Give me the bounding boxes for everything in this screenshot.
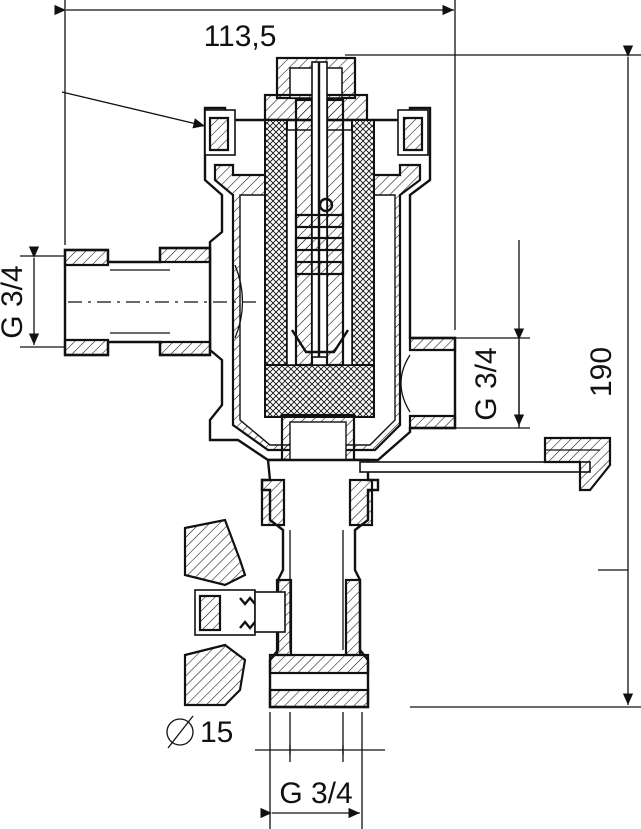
dimension-bottom-thread: G 3/4 <box>260 712 363 829</box>
drain-handle <box>183 518 286 707</box>
side-thread-label: G 3/4 <box>470 347 503 420</box>
dimension-side-thread: G 3/4 <box>455 240 530 429</box>
dimension-height: 190 <box>345 45 641 708</box>
inlet-connector <box>63 246 260 357</box>
drain-valve-assembly <box>260 413 380 709</box>
diameter-label: 15 <box>200 716 233 749</box>
inlet-thread-label: G 3/4 <box>0 265 29 338</box>
dimension-drain-diameter: 15 <box>166 712 385 762</box>
dimension-inlet-thread: G 3/4 <box>0 246 65 348</box>
width-label: 113,5 <box>204 20 277 53</box>
side-connector <box>400 336 457 430</box>
leader-arrow <box>61 91 206 129</box>
height-label: 190 <box>585 347 618 397</box>
bottom-thread-label: G 3/4 <box>279 777 352 810</box>
magnet-rod <box>290 61 350 367</box>
sensor-rod <box>359 436 612 492</box>
diameter-icon <box>166 718 194 746</box>
